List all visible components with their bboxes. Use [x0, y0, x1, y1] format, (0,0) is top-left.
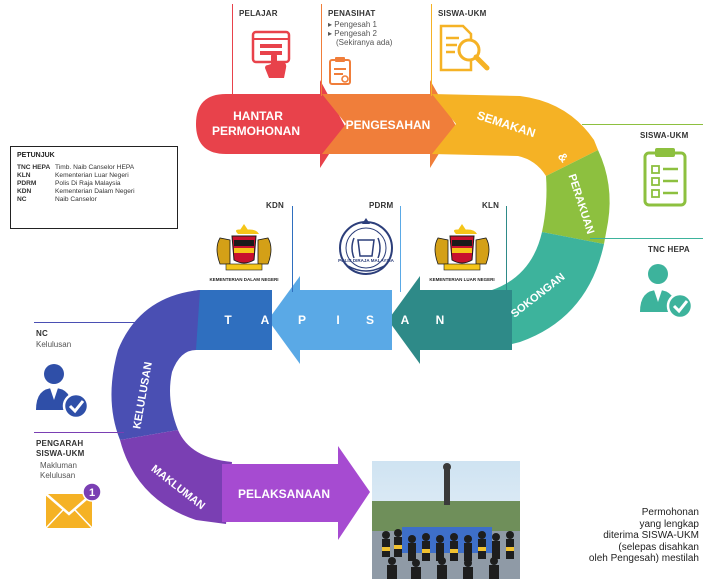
tnc-connector — [590, 238, 703, 239]
legend-row: KLN Kementerian Luar Negeri — [17, 172, 171, 180]
kln-crest: KEMENTERIAN LUAR NEGERI — [422, 222, 502, 282]
legend-box: PETUNJUK TNC HEPA Timb. Naib Canselor HEP… — [10, 146, 178, 229]
legend-desc: Kementerian Dalam Negeri — [55, 188, 135, 195]
legend-desc: Polis Di Raja Malaysia — [55, 180, 121, 187]
clipboard-icon — [329, 57, 351, 85]
legend-desc: Kementerian Luar Negeri — [55, 172, 129, 179]
kdn-caption: KEMENTERIAN DALAM NEGERI — [209, 277, 279, 282]
stage-hantar-arrow — [196, 80, 346, 168]
stage-tapisan-arrow-3 — [390, 290, 512, 350]
penasihat-list: ▸ Pengesah 1 ▸ Pengesah 2 (Sekiranya ada… — [328, 20, 392, 47]
police-badge-icon — [339, 218, 393, 275]
document-search-icon — [439, 24, 490, 72]
tapisan-letter: I — [336, 313, 339, 327]
checklist-clipboard-icon — [643, 148, 687, 207]
stage-makluman-arrow — [120, 430, 232, 524]
pdrm-crest: POLIS DIRAJA MALAYSIA — [332, 214, 400, 278]
label-hantar-2: PERMOHONAN — [212, 124, 300, 138]
role-pdrm: PDRM — [369, 201, 394, 210]
tapisan-letter: P — [298, 313, 306, 327]
pengarah-connector — [34, 432, 124, 433]
legend-row: PDRM Polis Di Raja Malaysia — [17, 180, 171, 188]
group-photo — [372, 461, 520, 579]
nc-subtitle: Kelulusan — [36, 340, 72, 349]
role-pengarah-2: SISWA-UKM — [36, 449, 85, 458]
tapisan-arrowhead-3 — [388, 276, 420, 364]
footnote-line: diterima SISWA-UKM — [603, 530, 699, 541]
legend-desc: Timb. Naib Canselor HEPA — [55, 164, 135, 171]
penasihat-item: ▸ Pengesah 1 — [328, 20, 377, 29]
mail-badge-count: 1 — [89, 487, 95, 499]
kdn-crest: KEMENTERIAN DALAM NEGERI — [204, 222, 284, 282]
penasihat-item: (Sekiranya ada) — [336, 38, 393, 47]
kln-connector — [506, 206, 507, 292]
stage-kelulusan-arrow — [111, 290, 200, 440]
mail-notification-icon: 1 — [45, 482, 102, 529]
tapisan-arrowhead-2 — [268, 276, 300, 364]
legend-abbr: NC — [17, 196, 27, 203]
legend-title: PETUNJUK — [17, 152, 55, 159]
pdrm-connector — [400, 206, 401, 292]
legend-row: TNC HEPA Timb. Naib Canselor HEPA — [17, 164, 171, 172]
legend-desc: Naib Canselor — [55, 196, 97, 203]
role-nc: NC — [36, 329, 48, 338]
pelajar-connector — [232, 4, 233, 96]
kln-caption: KEMENTERIAN LUAR NEGERI — [429, 277, 495, 282]
role-kln: KLN — [482, 201, 500, 210]
tapisan-letter: S — [366, 313, 374, 327]
role-tnc-hepa: TNC HEPA — [648, 245, 690, 254]
label-tapisan: T A P I S A N — [224, 313, 444, 327]
legend-row: KDN Kementerian Dalam Negeri — [17, 188, 171, 196]
nc-connector — [34, 322, 184, 323]
stage-tapisan-arrow-2 — [270, 290, 392, 350]
legend-abbr: KLN — [17, 172, 31, 179]
role-siswa-ukm-top: SISWA-UKM — [438, 9, 487, 18]
penasihat-item: ▸ Pengesah 2 — [328, 29, 377, 38]
pengarah-subtitle-1: Makluman — [40, 461, 77, 470]
group-photo-illustration — [372, 461, 520, 579]
footnote-line: yang lengkap — [639, 518, 700, 530]
legend-row: NC Naib Canselor — [17, 196, 171, 204]
tapisan-letter: A — [401, 313, 410, 327]
label-pengesahan: PENGESAHAN — [346, 118, 431, 132]
siswa-right-connector — [582, 124, 703, 125]
kdn-connector — [292, 206, 293, 292]
approved-user-icon — [36, 364, 90, 420]
stage-semakan-arrow — [432, 94, 598, 176]
role-pelajar: PELAJAR — [239, 9, 278, 18]
label-hantar-1: HANTAR — [233, 109, 283, 123]
tapisan-letter: N — [436, 313, 445, 327]
role-pengarah-1: PENGARAH — [36, 439, 84, 448]
penasihat-connector — [321, 4, 322, 96]
pengarah-subtitle-2: Kelulusan — [40, 471, 76, 480]
tapisan-letter: A — [261, 313, 270, 327]
pdrm-caption: POLIS DIRAJA MALAYSIA — [338, 258, 394, 263]
role-penasihat: PENASIHAT — [328, 9, 376, 18]
coat-of-arms-icon — [216, 224, 272, 271]
role-kdn: KDN — [266, 201, 284, 210]
footnote-text: Permohonan yang lengkap diterima SISWA-U… — [529, 507, 699, 565]
legend-abbr: KDN — [17, 188, 32, 195]
footnote-line: (selepas disahkan — [618, 541, 699, 553]
footnote-line: oleh Pengesah) mestilah — [588, 553, 699, 564]
tapisan-letter: T — [224, 313, 232, 327]
application-form-icon — [251, 30, 291, 78]
approved-user-icon — [640, 264, 694, 320]
role-siswa-ukm-right: SISWA-UKM — [640, 131, 689, 140]
label-pelaksanaan: PELAKSANAAN — [238, 487, 330, 501]
legend-abbr: TNC HEPA — [17, 164, 51, 171]
coat-of-arms-icon — [434, 224, 490, 271]
stage-pelaksanaan-arrow — [222, 446, 370, 540]
footnote-line: Permohonan — [641, 507, 699, 518]
stage-perakuan-arrow — [542, 150, 610, 244]
siswa-connector — [431, 4, 432, 96]
legend-abbr: PDRM — [17, 180, 37, 187]
stage-pengesahan-arrow — [322, 80, 456, 168]
